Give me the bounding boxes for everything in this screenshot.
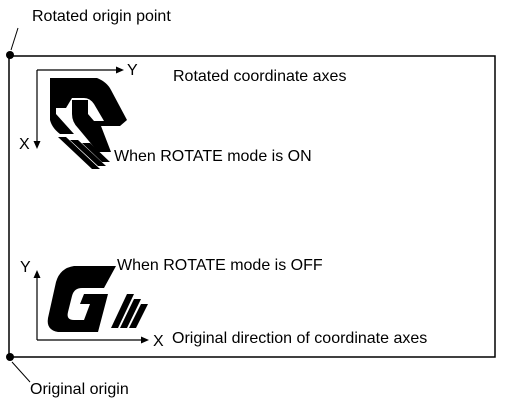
original-origin-label: Original origin [30,381,129,398]
original-y-arrowhead [33,270,41,278]
rotated-axes [33,66,124,149]
original-x-arrowhead [141,336,149,344]
rotated-x-arrowhead [33,141,41,149]
original-axes [33,270,149,344]
original-x-label: X [153,333,164,350]
rotated-origin-leader [10,27,19,51]
rotated-axes-label: Rotated coordinate axes [173,68,347,85]
original-origin-leader [11,361,31,383]
rotated-origin-point [6,51,14,59]
rotated-g-logo [50,78,127,169]
workpiece-frame [8,55,496,358]
original-y-label: Y [20,259,31,276]
rotated-y-arrowhead [116,66,124,74]
rotate-off-label: When ROTATE mode is OFF [117,257,323,274]
original-g-logo [47,266,148,332]
rotated-origin-point-label: Rotated origin point [32,8,171,25]
rotated-x-label: X [19,136,30,153]
rotate-on-label: When ROTATE mode is ON [114,148,312,165]
original-direction-label: Original direction of coordinate axes [172,330,428,347]
rotated-y-label: Y [127,62,138,79]
original-origin-point [6,353,14,361]
